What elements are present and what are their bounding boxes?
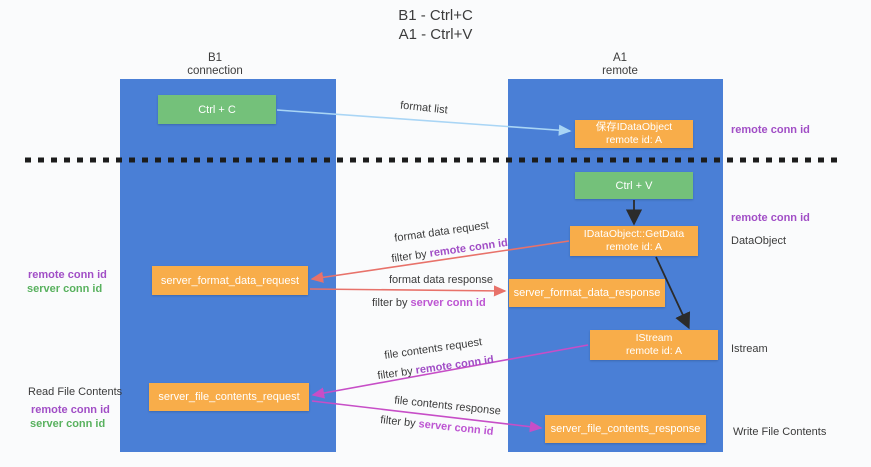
format-data-response-arrow xyxy=(309,285,507,297)
format-data-request-arrow xyxy=(310,240,570,283)
filter-by-text: filter by xyxy=(379,414,420,431)
server-file-contents-response-label: server_file_contents_response xyxy=(550,423,701,435)
ctrl-c-box: Ctrl + C xyxy=(158,95,276,124)
server-conn-id-label-left-top: server conn id xyxy=(27,283,103,295)
lane-b1-role: connection xyxy=(187,65,243,77)
server-format-data-response-label: server_format_data_response xyxy=(513,287,661,299)
server-file-contents-request-box: server_file_contents_request xyxy=(149,383,309,411)
write-file-contents-label: Write File Contents xyxy=(733,426,827,438)
getdata-to-istream-arrow xyxy=(655,256,691,330)
server-file-contents-request-label: server_file_contents_request xyxy=(158,391,300,403)
lane-header-a1: A1 remote xyxy=(560,52,680,78)
istream-side-label: Istream xyxy=(731,343,768,355)
lane-a1-name: A1 xyxy=(612,52,628,64)
remote-conn-id-label-left-top: remote conn id xyxy=(28,269,107,281)
save-idataobject-box: 保存IDataObject remote id: A xyxy=(575,120,693,148)
data-object-label: DataObject xyxy=(731,235,787,247)
idataobject-getdata-box: IDataObject::GetData remote id: A xyxy=(570,226,698,256)
ctrl-v-box: Ctrl + V xyxy=(575,172,693,199)
read-file-contents-label: Read File Contents xyxy=(28,386,123,398)
istream-label: IStream xyxy=(635,332,673,344)
remote-conn-id-label-right-top: remote conn id xyxy=(731,124,810,136)
diagram-title-line2: A1 - Ctrl+V xyxy=(398,26,473,43)
getdata-label: IDataObject::GetData xyxy=(583,228,685,240)
save-idataobject-label: 保存IDataObject xyxy=(595,121,673,133)
server-format-data-response-box: server_format_data_response xyxy=(509,279,665,307)
server-file-contents-response-box: server_file_contents_response xyxy=(545,415,706,443)
diagram-title-line1: B1 - Ctrl+C xyxy=(398,7,473,24)
server-format-data-request-box: server_format_data_request xyxy=(152,266,308,295)
remote-conn-id-label-left-bottom: remote conn id xyxy=(31,404,110,416)
filter-by-server-conn-id-annotation-1: filter by server conn id xyxy=(372,296,486,310)
format-list-arrow xyxy=(276,109,572,136)
server-conn-id-text: server conn id xyxy=(410,297,486,309)
lane-b1-name: B1 xyxy=(207,52,223,64)
ctrl-v-label: Ctrl + V xyxy=(615,179,653,192)
server-conn-id-label-left-bottom: server conn id xyxy=(30,418,106,430)
format-data-response-annotation: format data response xyxy=(389,274,493,286)
lane-header-b1: B1 connection xyxy=(155,52,275,78)
getdata-remote-id: remote id: A xyxy=(605,241,662,253)
istream-box: IStream remote id: A xyxy=(590,330,718,360)
server-format-data-request-label: server_format_data_request xyxy=(160,274,300,287)
file-contents-response-arrow xyxy=(311,400,543,433)
istream-remote-id: remote id: A xyxy=(625,345,683,357)
filter-by-text: filter by xyxy=(372,297,411,309)
file-contents-request-arrow xyxy=(311,344,589,399)
ctrl-c-label: Ctrl + C xyxy=(198,103,236,116)
save-idataobject-remote-id: remote id: A xyxy=(605,134,662,146)
diagram-title: B1 - Ctrl+C A1 - Ctrl+V xyxy=(0,6,871,44)
lane-a1-role: remote xyxy=(602,65,638,77)
remote-conn-id-label-right-mid: remote conn id xyxy=(731,212,810,224)
